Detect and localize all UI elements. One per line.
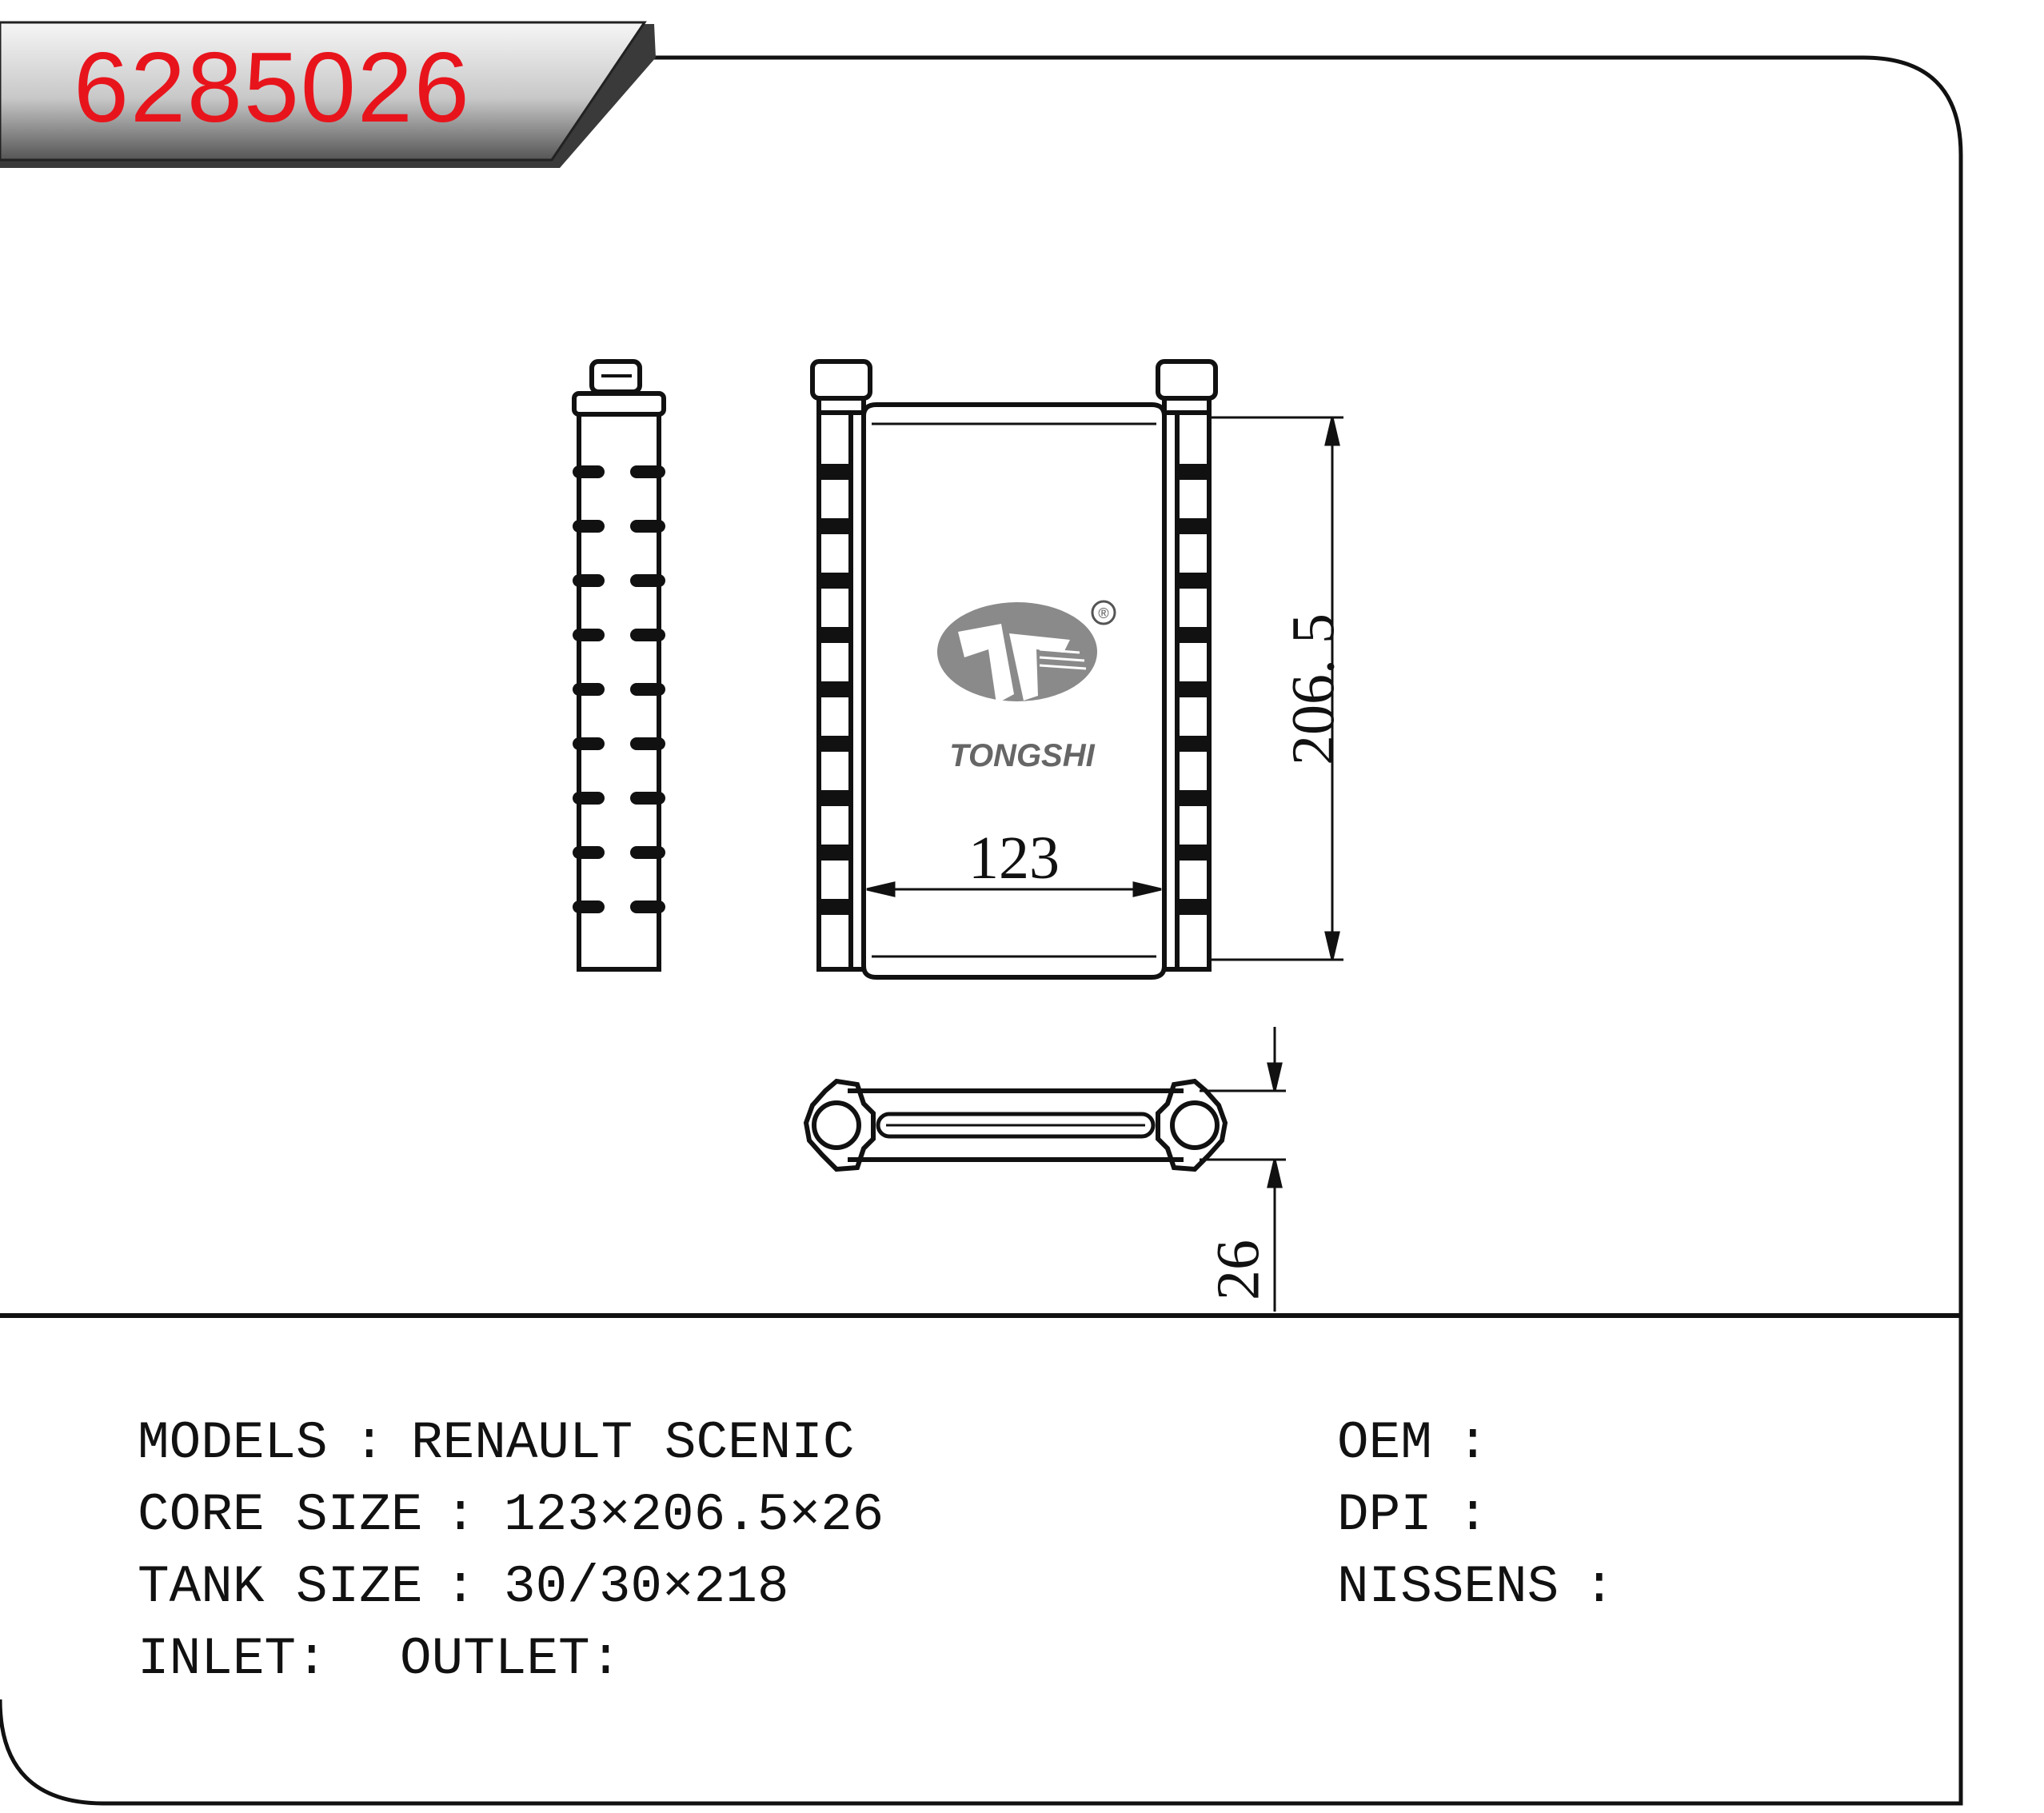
front-tube-mark	[1175, 627, 1212, 643]
tongshi-logo: ® TONGSHI	[937, 600, 1116, 773]
height-dimension	[1209, 416, 1343, 961]
front-tube-mark	[816, 681, 853, 697]
ref-oem-label: OEM	[1337, 1413, 1432, 1473]
height-label: 206. 5	[1279, 613, 1347, 765]
spec-outlet-label: OUTLET:	[400, 1629, 622, 1689]
front-tube-mark	[1175, 845, 1212, 861]
ref-oem-sep: :	[1457, 1413, 1489, 1473]
front-tube-mark	[816, 573, 853, 589]
spec-models-label: MODELS	[138, 1413, 328, 1473]
front-view-tube-marks	[816, 464, 1212, 915]
spec-tank-label: TANK SIZE	[138, 1557, 423, 1617]
registered-mark	[1091, 600, 1116, 625]
thickness-label: 26	[1204, 1240, 1272, 1300]
front-tube-mark	[1175, 736, 1212, 752]
width-dimension	[866, 881, 1162, 897]
front-tube-mark	[1175, 464, 1212, 480]
front-tube-mark	[816, 518, 853, 534]
spec-models-sep: :	[353, 1413, 385, 1473]
ref-nissens-sep: :	[1583, 1557, 1615, 1617]
front-tube-mark	[1175, 573, 1212, 589]
side-view	[572, 359, 666, 972]
front-tube-mark	[1175, 790, 1212, 806]
front-tube-mark	[816, 736, 853, 752]
front-tube-mark	[816, 627, 853, 643]
front-tube-mark	[1175, 518, 1212, 534]
front-tube-mark	[1175, 899, 1212, 915]
front-tube-mark	[816, 899, 853, 915]
spec-models-value: RENAULT SCENIC	[411, 1413, 855, 1473]
ref-dpi-sep: :	[1457, 1485, 1489, 1545]
spec-core-sep: :	[445, 1485, 477, 1545]
bottom-view	[803, 1078, 1228, 1172]
front-tube-mark	[816, 790, 853, 806]
brand-name: TONGSHI	[949, 738, 1095, 773]
ref-dpi-label: DPI	[1337, 1485, 1432, 1545]
thickness-dimension	[1200, 1027, 1286, 1312]
side-view-tube-marks	[573, 465, 665, 913]
ref-nissens-label: NISSENS	[1337, 1557, 1559, 1617]
front-tube-mark	[816, 464, 853, 480]
sheet-frame	[0, 55, 1963, 1806]
spec-core-label: CORE SIZE	[138, 1485, 423, 1545]
spec-core-value: 123×206.5×26	[504, 1485, 884, 1545]
front-view	[810, 359, 1218, 980]
part-number: 6285026	[74, 33, 471, 143]
spec-inlet-label: INLET:	[138, 1629, 328, 1689]
front-tube-mark	[816, 845, 853, 861]
spec-tank-sep: :	[445, 1557, 477, 1617]
width-label: 123	[968, 825, 1060, 892]
spec-tank-value: 30/30×218	[504, 1557, 789, 1617]
front-tube-mark	[1175, 681, 1212, 697]
part-number-banner	[0, 21, 656, 168]
registered-mark-symbol: ®	[1098, 605, 1108, 621]
